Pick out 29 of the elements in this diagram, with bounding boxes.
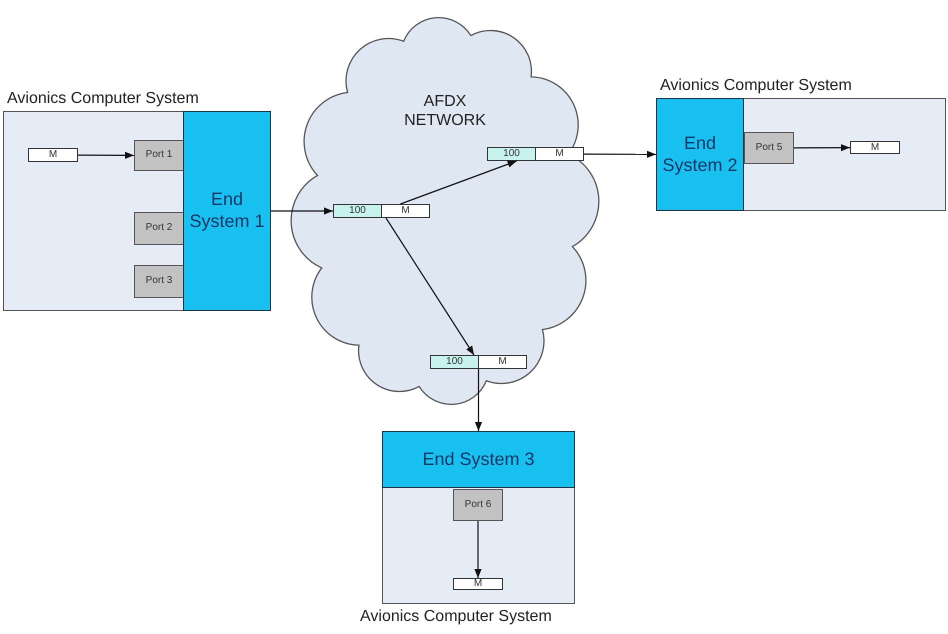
port-box: Port 6	[453, 489, 503, 521]
system-title: Avionics Computer System	[7, 90, 199, 108]
arrow	[271, 207, 333, 215]
arrow	[400, 160, 517, 205]
frame-box	[333, 204, 430, 218]
message-box: M	[28, 148, 78, 162]
arrow	[78, 152, 134, 159]
arrow	[474, 521, 482, 578]
arrow	[584, 150, 656, 158]
port-box: Port 5	[744, 132, 794, 164]
system-title: Avionics Computer System	[660, 77, 852, 95]
port-box: Port 2	[134, 212, 184, 245]
end-system-box: End System 2	[656, 98, 744, 211]
message-box: M	[453, 578, 503, 590]
port-box: Port 3	[134, 265, 184, 298]
network-title: AFDX NETWORK	[403, 92, 487, 130]
arrow	[794, 144, 850, 152]
frame-field: 100	[334, 205, 382, 217]
frame-field: 100	[431, 356, 479, 368]
message-box: M	[850, 141, 900, 154]
system-title: Avionics Computer System	[360, 608, 552, 626]
frame-box	[487, 147, 584, 161]
frame-box	[430, 355, 527, 369]
end-system-box: End System 3	[382, 431, 575, 488]
frame-field: 100	[488, 148, 536, 160]
arrow	[474, 369, 482, 431]
end-system-box: End System 1	[183, 111, 271, 311]
port-box: Port 1	[134, 140, 184, 171]
arrow	[386, 218, 474, 356]
